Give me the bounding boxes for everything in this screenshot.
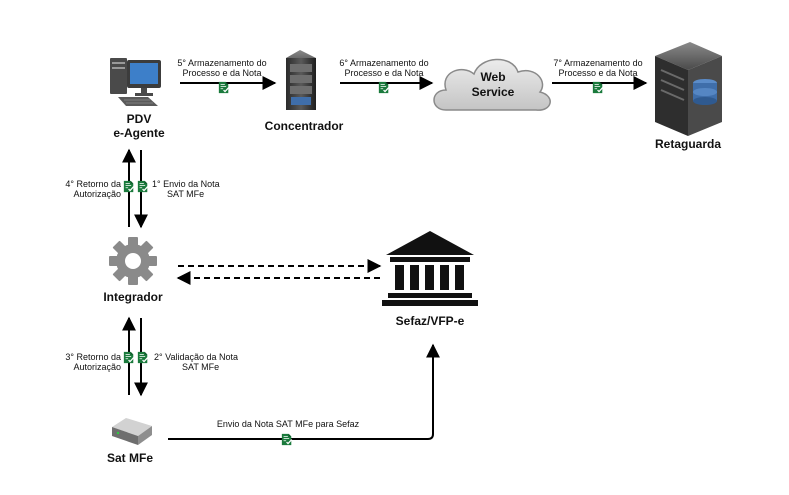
document-check-icon bbox=[281, 433, 293, 446]
edge-7-label-line1: 7° Armazenamento do bbox=[553, 58, 642, 68]
sefaz-label: Sefaz/VFP-e bbox=[396, 314, 465, 328]
edge-5-label-line1: 5° Armazenamento do bbox=[177, 58, 266, 68]
gear-icon bbox=[109, 237, 157, 285]
document-check-icon bbox=[123, 351, 135, 364]
edge-2-label-line2: SAT MFe bbox=[182, 362, 219, 372]
satmfe-label: Sat MFe bbox=[107, 451, 153, 465]
concentrador-label: Concentrador bbox=[265, 119, 344, 133]
pdv-label-line1: PDV bbox=[127, 112, 152, 126]
edge-6-label-line2: Processo e da Nota bbox=[344, 68, 423, 78]
edge-sefaz-label: Envio da Nota SAT MFe para Sefaz bbox=[217, 419, 360, 429]
document-check-icon bbox=[123, 180, 135, 193]
edge-1-label-line1: 1° Envio da Nota bbox=[152, 179, 220, 189]
edge-4-label-line1: 4° Retorno da bbox=[65, 179, 121, 189]
edge-3-label-line2: Autorização bbox=[73, 362, 121, 372]
government-building-icon bbox=[382, 231, 478, 306]
webservice-label-line2: Service bbox=[472, 85, 515, 99]
edge-3-label-line1: 3° Retorno da bbox=[65, 352, 121, 362]
edge-7-label-line2: Processo e da Nota bbox=[558, 68, 637, 78]
edge-1-label-line2: SAT MFe bbox=[167, 189, 204, 199]
document-check-icon bbox=[137, 351, 149, 364]
retaguarda-label: Retaguarda bbox=[655, 137, 721, 151]
sat-device-icon bbox=[112, 418, 152, 445]
edge-2-label-line1: 2° Validação da Nota bbox=[154, 352, 238, 362]
edge-4-label-line2: Autorização bbox=[73, 189, 121, 199]
document-check-icon bbox=[592, 81, 604, 94]
document-check-icon bbox=[218, 81, 230, 94]
edge-5-label-line2: Processo e da Nota bbox=[182, 68, 261, 78]
pdv-label-line2: e-Agente bbox=[113, 126, 165, 140]
server-tower-icon bbox=[286, 50, 316, 110]
cloud-icon bbox=[433, 58, 551, 111]
document-check-icon bbox=[137, 180, 149, 193]
database-server-icon bbox=[655, 42, 722, 136]
edge-satmfe-to-sefaz-arrow bbox=[168, 343, 440, 440]
edge-6-label-line1: 6° Armazenamento do bbox=[339, 58, 428, 68]
webservice-label-line1: Web bbox=[480, 70, 505, 84]
document-check-icon bbox=[378, 81, 390, 94]
integrador-label: Integrador bbox=[103, 290, 163, 304]
desktop-computer-icon bbox=[110, 58, 161, 106]
